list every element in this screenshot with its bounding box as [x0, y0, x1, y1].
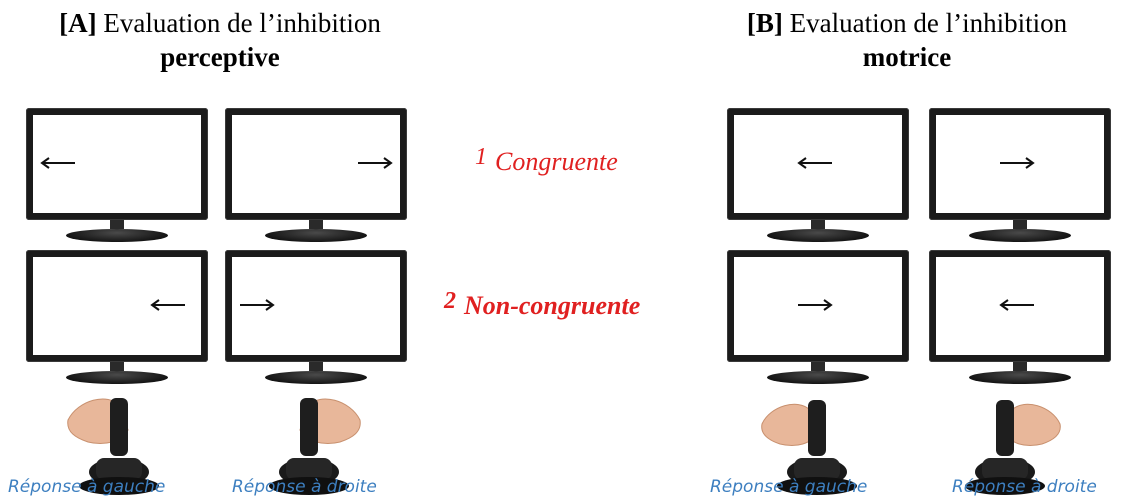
joystick-hand-icon — [960, 380, 1070, 498]
response-right-label-b: Réponse à droite — [952, 477, 1097, 497]
monitor-b-incongruent-right — [929, 250, 1111, 386]
left-arrow-icon — [150, 298, 186, 312]
right-arrow-icon — [797, 298, 833, 312]
left-arrow-icon — [999, 298, 1035, 312]
panel-b-subtitle: motrice — [862, 42, 952, 72]
response-left-label-b: Réponse à gauche — [710, 477, 868, 497]
right-arrow-icon — [239, 298, 275, 312]
condition-number: 1 — [475, 144, 487, 170]
joystick-hand-icon — [58, 380, 168, 498]
condition-incongruent-label: 2 Non-congruente — [444, 288, 640, 321]
panel-a-title: [A] Evaluation de l’inhibition perceptiv… — [0, 6, 440, 74]
monitor-b-congruent-right — [929, 108, 1111, 244]
monitor-a-congruent-left — [26, 108, 208, 244]
monitor-a-congruent-right — [225, 108, 407, 244]
left-arrow-icon — [40, 156, 76, 170]
left-arrow-icon — [797, 156, 833, 170]
monitor-b-congruent-left — [727, 108, 909, 244]
joystick-hand-icon — [260, 380, 370, 498]
response-left-label-a: Réponse à gauche — [8, 477, 166, 497]
panel-b-tag: [B] — [746, 8, 783, 38]
panel-b-title: [B] Evaluation de l’inhibition motrice — [690, 6, 1124, 74]
condition-congruent-label: 1 Congruente — [475, 144, 618, 177]
monitor-a-incongruent-left — [26, 250, 208, 386]
condition-number: 2 — [444, 288, 456, 314]
condition-name: Congruente — [495, 147, 618, 176]
condition-name: Non-congruente — [464, 291, 641, 320]
panel-a-tag: [A] — [59, 8, 97, 38]
panel-a-subtitle: perceptive — [160, 42, 280, 72]
panel-b-heading: Evaluation de l’inhibition — [789, 8, 1068, 38]
monitor-a-incongruent-right — [225, 250, 407, 386]
right-arrow-icon — [999, 156, 1035, 170]
joystick-hand-icon — [752, 380, 862, 498]
panel-a-heading: Evaluation de l’inhibition — [103, 8, 381, 38]
right-arrow-icon — [357, 156, 393, 170]
monitor-b-incongruent-left — [727, 250, 909, 386]
response-right-label-a: Réponse à droite — [232, 477, 377, 497]
